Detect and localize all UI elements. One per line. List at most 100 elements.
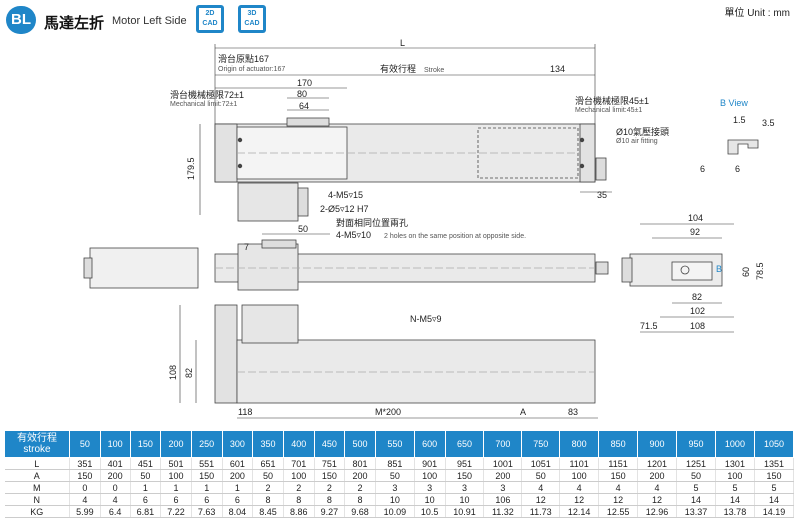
stroke-col: 600 (413, 430, 446, 458)
unit-label: 單位 Unit : mm (724, 8, 790, 19)
front-dimension-lines (199, 44, 612, 215)
table-cell: 8.86 (283, 505, 315, 518)
table-cell: 1301 (715, 457, 755, 470)
table-cell: 751 (314, 457, 346, 470)
stroke-col: 850 (598, 430, 639, 458)
table-cell: 0 (69, 481, 101, 494)
table-cell: 200 (483, 469, 523, 482)
technical-drawing: L 滑台原點167 Origin of actuator:167 有效行程 St… (83, 38, 775, 419)
table-cell: 150 (314, 469, 346, 482)
stroke-col: 950 (676, 430, 716, 458)
table-cell: 6.81 (130, 505, 162, 518)
table-cell: 951 (445, 457, 485, 470)
dim-L: L (400, 38, 405, 48)
table-cell: 8.04 (222, 505, 254, 518)
table-cell: 6 (191, 493, 223, 506)
dim-82: 82 (184, 368, 194, 378)
table-cell: 351 (69, 457, 101, 470)
opposite-holes-cn: 對面相同位置兩孔 (336, 217, 408, 228)
table-cell: 2 (283, 481, 315, 494)
thread-n-m5-9: N-M5▿9 (410, 314, 442, 324)
stroke-col: 450 (313, 430, 346, 458)
table-cell: 8 (283, 493, 315, 506)
front-view (214, 117, 607, 222)
table-cell: 1151 (598, 457, 639, 470)
table-cell: 100 (715, 469, 755, 482)
dim-A: A (520, 407, 526, 417)
table-cell: 501 (160, 457, 192, 470)
b-view-title: B View (720, 98, 748, 108)
table-cell: 4 (559, 481, 600, 494)
stroke-col: 350 (252, 430, 284, 458)
mech-limit-right-cn: 滑台機械極限45±1 (575, 95, 649, 106)
air-fitting-cn: Ø10氣壓接頭 (616, 126, 669, 137)
stroke-col: 100 (99, 430, 131, 458)
stroke-col: 800 (559, 430, 600, 458)
table-cell: 100 (283, 469, 315, 482)
table-cell: 801 (344, 457, 376, 470)
table-cell: 1 (160, 481, 192, 494)
table-cell: 2 (314, 481, 346, 494)
stroke-col: 750 (521, 430, 561, 458)
table-cell: 13.78 (715, 505, 755, 518)
table-cell: 13.37 (676, 505, 716, 518)
stroke-label-en: Stroke (424, 67, 444, 74)
stroke-label-cn: 有效行程 (380, 63, 416, 74)
table-cell: 14 (715, 493, 755, 506)
dim-50: 50 (298, 224, 308, 234)
table-cell: 200 (637, 469, 678, 482)
stroke-col: 500 (344, 430, 376, 458)
table-cell: 12 (559, 493, 600, 506)
row-label: M (4, 481, 70, 494)
origin-label-cn: 滑台原點167 (218, 53, 269, 64)
stroke-col: 50 (69, 430, 101, 458)
table-cell: 4 (598, 481, 639, 494)
table-cell: 3 (375, 481, 415, 494)
thread-m5-15: 4-M5▿15 (328, 190, 363, 200)
table-cell: 14 (676, 493, 716, 506)
table-cell: 1201 (637, 457, 678, 470)
b-view-dim-6b: 6 (735, 164, 740, 174)
end-dim-104: 104 (688, 213, 703, 223)
end-dim-60: 60 (741, 267, 751, 277)
table-cell: 12 (598, 493, 639, 506)
table-cell: 6 (222, 493, 254, 506)
mech-limit-right-en: Mechanical limit:45±1 (575, 107, 642, 114)
stroke-col: 650 (444, 430, 485, 458)
model-badge: BL (6, 6, 36, 34)
table-cell: 401 (100, 457, 131, 470)
top-view (214, 304, 596, 404)
stroke-col: 1000 (714, 430, 755, 458)
table-cell: 651 (252, 457, 284, 470)
dim-m200: M*200 (375, 407, 401, 417)
table-cell: 200 (100, 469, 131, 482)
table-cell: 11.73 (521, 505, 561, 518)
table-cell: 10 (375, 493, 415, 506)
table-cell: 10.91 (445, 505, 485, 518)
table-cell: 200 (222, 469, 254, 482)
end-label-B: B (716, 264, 722, 274)
b-view-profile (727, 139, 759, 155)
end-dim-78-5: 78.5 (755, 262, 765, 280)
cad-2d-label-bottom: CAD (202, 20, 218, 27)
end-dim-82: 82 (692, 292, 702, 302)
dim-7: 7 (244, 242, 249, 252)
side-view (83, 239, 609, 291)
table-cell: 4 (637, 481, 678, 494)
table-cell: 5 (715, 481, 755, 494)
table-cell: 1101 (559, 457, 600, 470)
table-cell: 200 (344, 469, 376, 482)
end-view (621, 253, 723, 287)
table-cell: 50 (375, 469, 415, 482)
table-cell: 5 (754, 481, 795, 494)
stroke-col: 250 (190, 430, 223, 458)
